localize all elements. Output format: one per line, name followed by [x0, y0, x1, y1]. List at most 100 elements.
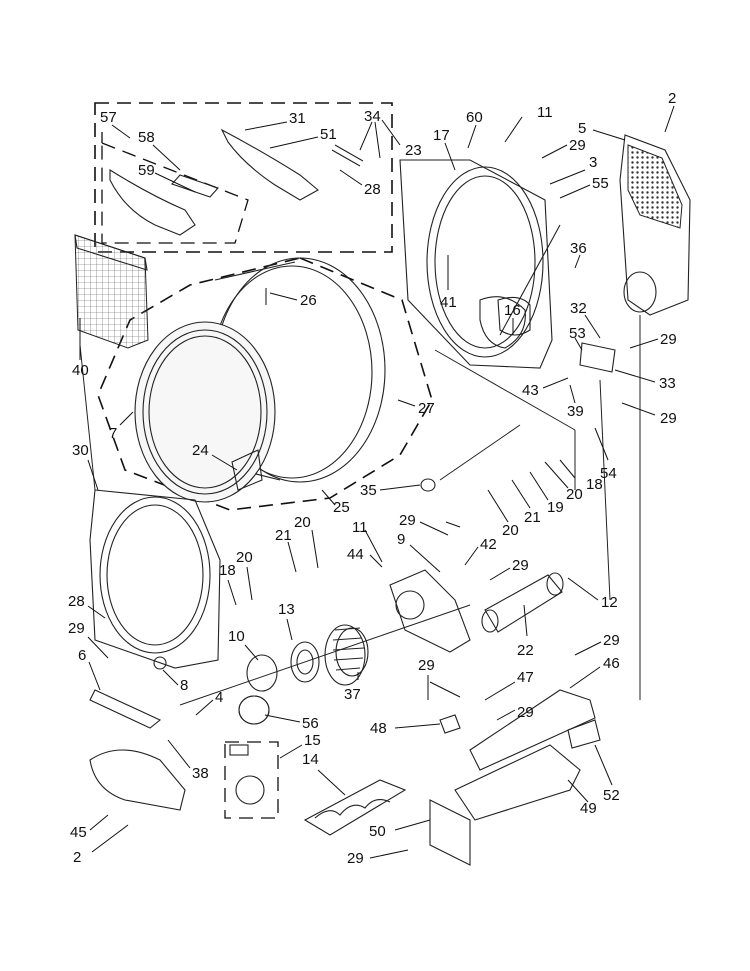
callout-label-31: 31	[289, 110, 306, 127]
callout-label-10: 10	[228, 628, 245, 645]
callout-38: 38	[167, 739, 209, 782]
callout-label-41: 41	[440, 294, 457, 311]
callout-25: 25	[321, 489, 350, 516]
callout-label-29: 29	[418, 657, 435, 674]
base-duct	[454, 689, 596, 821]
callout-43: 43	[522, 377, 569, 399]
callout-label-7: 7	[109, 425, 117, 442]
callout-54: 54	[594, 427, 617, 482]
callout-label-37: 37	[344, 686, 361, 703]
callout-label-26: 26	[300, 292, 317, 309]
callout-label-15: 15	[304, 732, 321, 749]
callout-14: 14	[302, 751, 346, 796]
callout-18: 18	[219, 562, 237, 606]
callout-label-2: 2	[668, 90, 676, 107]
assembly-axes	[79, 315, 641, 706]
callout-5: 5	[578, 120, 626, 141]
callout-label-13: 13	[278, 601, 295, 618]
callout-label-29: 29	[517, 704, 534, 721]
callout-12: 12	[567, 577, 618, 611]
callout-13: 13	[278, 601, 295, 641]
callout-label-16: 16	[504, 302, 521, 319]
callout-24: 24	[192, 442, 238, 471]
callout-21: 21	[511, 479, 541, 526]
callout-2: 2	[73, 824, 129, 866]
bracket	[429, 799, 471, 866]
callout-37: 37	[344, 672, 361, 703]
thermal-fuse	[229, 744, 265, 805]
callout-4: 4	[195, 689, 223, 716]
callout-label-17: 17	[433, 127, 450, 144]
callout-29: 29	[629, 331, 677, 349]
callout-20: 20	[294, 514, 319, 569]
callout-3: 3	[549, 154, 597, 185]
callout-51: 51	[269, 126, 337, 149]
callout-label-20: 20	[236, 549, 253, 566]
callout-label-2: 2	[73, 849, 81, 866]
callout-29: 29	[621, 402, 677, 427]
drum-assembly-box	[97, 257, 433, 511]
callout-28: 28	[68, 593, 106, 619]
callout-16: 16	[497, 296, 531, 336]
callout-label-46: 46	[603, 655, 620, 672]
rear-vent-panel	[619, 134, 691, 316]
callout-31: 31	[244, 110, 306, 131]
callout-label-14: 14	[302, 751, 319, 768]
callout-label-20: 20	[566, 486, 583, 503]
callout-label-29: 29	[569, 137, 586, 154]
front-bulkhead	[89, 489, 221, 670]
callout-41: 41	[440, 255, 457, 311]
heater-assembly	[303, 779, 407, 836]
callout-label-53: 53	[569, 325, 586, 342]
callout-label-4: 4	[215, 689, 223, 706]
callout-29: 29	[418, 657, 435, 700]
callout-19: 19	[529, 471, 564, 516]
callout-label-44: 44	[347, 546, 364, 563]
callout-46: 46	[569, 655, 620, 689]
handle-kit-parts	[109, 128, 364, 236]
callout-label-60: 60	[466, 109, 483, 126]
callout-label-11: 11	[352, 519, 368, 536]
callout-23: 23	[381, 119, 422, 159]
callout-11: 11	[352, 519, 383, 563]
callout-label-29: 29	[347, 850, 364, 867]
callout-label-28: 28	[68, 593, 85, 610]
callout-29: 29	[68, 620, 109, 659]
rear-bulkhead	[399, 159, 561, 369]
handle-kit-box	[94, 102, 393, 253]
callout-label-9: 9	[397, 531, 405, 548]
callout-label-57: 57	[100, 109, 117, 126]
callout-label-50: 50	[369, 823, 386, 840]
callout-2: 2	[664, 90, 676, 133]
callout-label-52: 52	[603, 787, 620, 804]
callout-35: 35	[360, 478, 436, 499]
callout-8: 8	[162, 669, 188, 694]
callout-34: 34	[359, 108, 381, 159]
callout-58: 58	[138, 129, 181, 171]
callout-60: 60	[466, 109, 483, 149]
callout-53: 53	[569, 325, 586, 351]
callout-55: 55	[559, 175, 609, 199]
callout-20: 20	[487, 489, 519, 539]
callout-32: 32	[570, 300, 601, 339]
callout-10: 10	[228, 628, 259, 661]
motor-pulley-stack	[238, 641, 320, 725]
callout-22: 22	[517, 604, 534, 659]
callout-29: 29	[574, 632, 620, 656]
callout-label-18: 18	[219, 562, 236, 579]
callout-48: 48	[370, 714, 461, 737]
callout-44: 44	[347, 546, 383, 568]
callout-27: 27	[397, 399, 435, 417]
callout-42: 42	[464, 536, 497, 566]
callout-label-21: 21	[275, 527, 292, 544]
lint-screen	[74, 234, 149, 349]
callout-label-40: 40	[72, 362, 89, 379]
callout-45: 45	[70, 814, 109, 841]
blower-housing	[389, 569, 471, 653]
callout-6: 6	[78, 647, 101, 691]
callout-20: 20	[236, 549, 253, 601]
callout-label-59: 59	[138, 162, 155, 179]
callout-label-34: 34	[364, 108, 381, 125]
callout-label-18: 18	[586, 476, 603, 493]
